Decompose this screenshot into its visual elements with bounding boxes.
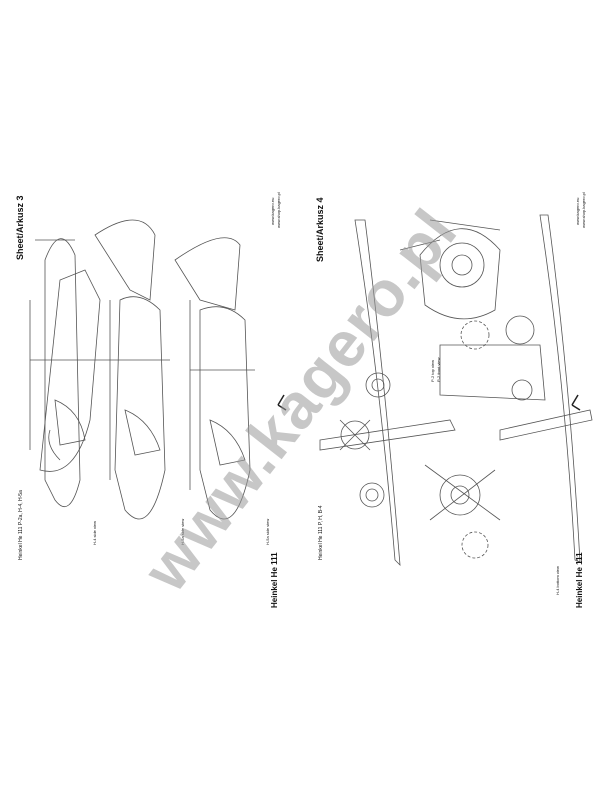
sheet-3-title: Heinkel He 111	[270, 552, 279, 608]
kagero-logo-bottom	[571, 394, 581, 411]
bottom-view-aircraft	[424, 214, 593, 563]
sheet-4-caption-bottom: H-4 bottom view	[555, 566, 560, 595]
sheet-3-caption-3: H-5a side view	[265, 518, 270, 545]
side-view-aircraft-2	[94, 219, 170, 520]
sheet-3-website-2: www.shop.kagero.pl	[276, 192, 281, 228]
side-view-aircraft-1	[29, 238, 110, 507]
sheet-4-subtitle: Heinkel He 111 P, H, B-4	[318, 505, 324, 560]
front-view-aircraft	[399, 219, 546, 401]
sheet-3-subtitle: Heinkel He 111 P-2a, H-4, H-5a	[18, 490, 24, 560]
sheet-4-caption-front: P-2 front view	[436, 357, 441, 382]
sheet-4-title: Heinkel He 111	[575, 552, 584, 608]
sheet-3-label: Sheet/Arkusz 3	[15, 195, 25, 260]
sheet-4-label: Sheet/Arkusz 4	[315, 197, 325, 262]
sheet-4-website-2: www.shop.kagero.pl	[581, 192, 586, 228]
sheet-3-website-1: www.kagero.eu	[270, 197, 275, 225]
kagero-logo-top	[277, 394, 287, 411]
sheet-4-website-1: www.kagero.eu	[575, 197, 580, 225]
side-view-aircraft-3	[174, 237, 255, 520]
top-view-aircraft	[319, 219, 456, 567]
sheet-4-caption-top: P-2 top view	[430, 359, 435, 382]
sheet-3-caption-1: H-4 side view	[92, 520, 97, 545]
